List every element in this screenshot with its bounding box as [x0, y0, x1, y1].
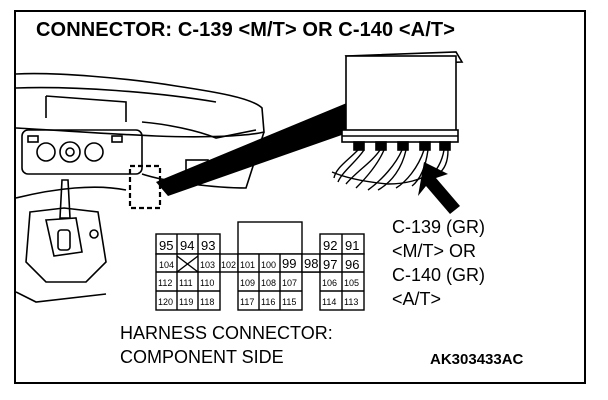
pin-label: 92: [323, 238, 337, 253]
connector-callout-line-4: <A/T>: [392, 289, 442, 309]
pin-label: 105: [344, 278, 359, 288]
connector-callout-line-3: C-140 (GR): [392, 265, 486, 285]
pin-label: 107: [282, 278, 297, 288]
pin-label: 98: [304, 256, 318, 271]
wire-harness: [331, 149, 449, 191]
pin-label: 120: [158, 297, 173, 307]
pin-label: 108: [261, 278, 276, 288]
pin-label: 97: [323, 257, 337, 272]
harness-caption-line-2: COMPONENT SIDE: [120, 347, 284, 367]
pin-label: 100: [261, 260, 276, 270]
pin-label: 96: [345, 257, 359, 272]
pin-label: 94: [180, 238, 194, 253]
pin-label: 103: [200, 260, 215, 270]
ecu-box: [341, 51, 464, 151]
pin-label: 115: [282, 297, 296, 307]
pin-label: 104: [159, 260, 174, 270]
pin-label: 117: [240, 297, 254, 307]
harness-caption-line-1: HARNESS CONNECTOR:: [120, 323, 333, 343]
connector-callout-line-2: <M/T> OR: [392, 241, 477, 261]
pin-label: 111: [179, 278, 193, 288]
pin-label: 102: [221, 260, 236, 270]
pin-label: 93: [201, 238, 215, 253]
pin-label: 101: [240, 260, 255, 270]
pin-labels: 95 94 93 104 103 102 112 111 110 120 119…: [158, 238, 359, 307]
pin-label: 109: [240, 278, 255, 288]
connector-callout-line-1: C-139 (GR): [392, 217, 486, 237]
diagram-frame: CONNECTOR: C-139 <M/T> OR C-140 <A/T>: [14, 10, 586, 384]
pin-label: 95: [159, 238, 173, 253]
pin-label: 99: [282, 256, 296, 271]
pin-label: 114: [322, 297, 336, 307]
location-pointer: [156, 100, 356, 196]
diagram-illustration: 95 94 93 104 103 102 112 111 110 120 119…: [16, 51, 464, 311]
pin-label: 119: [179, 297, 193, 307]
pin-label: 118: [200, 297, 214, 307]
pin-label: 110: [200, 278, 214, 288]
figure-code: AK303433AC: [430, 351, 524, 368]
diagram-title: CONNECTOR: C-139 <M/T> OR C-140 <A/T>: [36, 19, 455, 41]
pin-label: 91: [345, 238, 359, 253]
connector-arrow: [418, 162, 460, 214]
pin-label: 113: [344, 297, 358, 307]
ecu-location-marker: [128, 164, 162, 210]
connector-face: [155, 221, 365, 311]
pin-label: 112: [158, 278, 172, 288]
pin-label: 116: [261, 297, 275, 307]
pin-label: 106: [322, 278, 337, 288]
